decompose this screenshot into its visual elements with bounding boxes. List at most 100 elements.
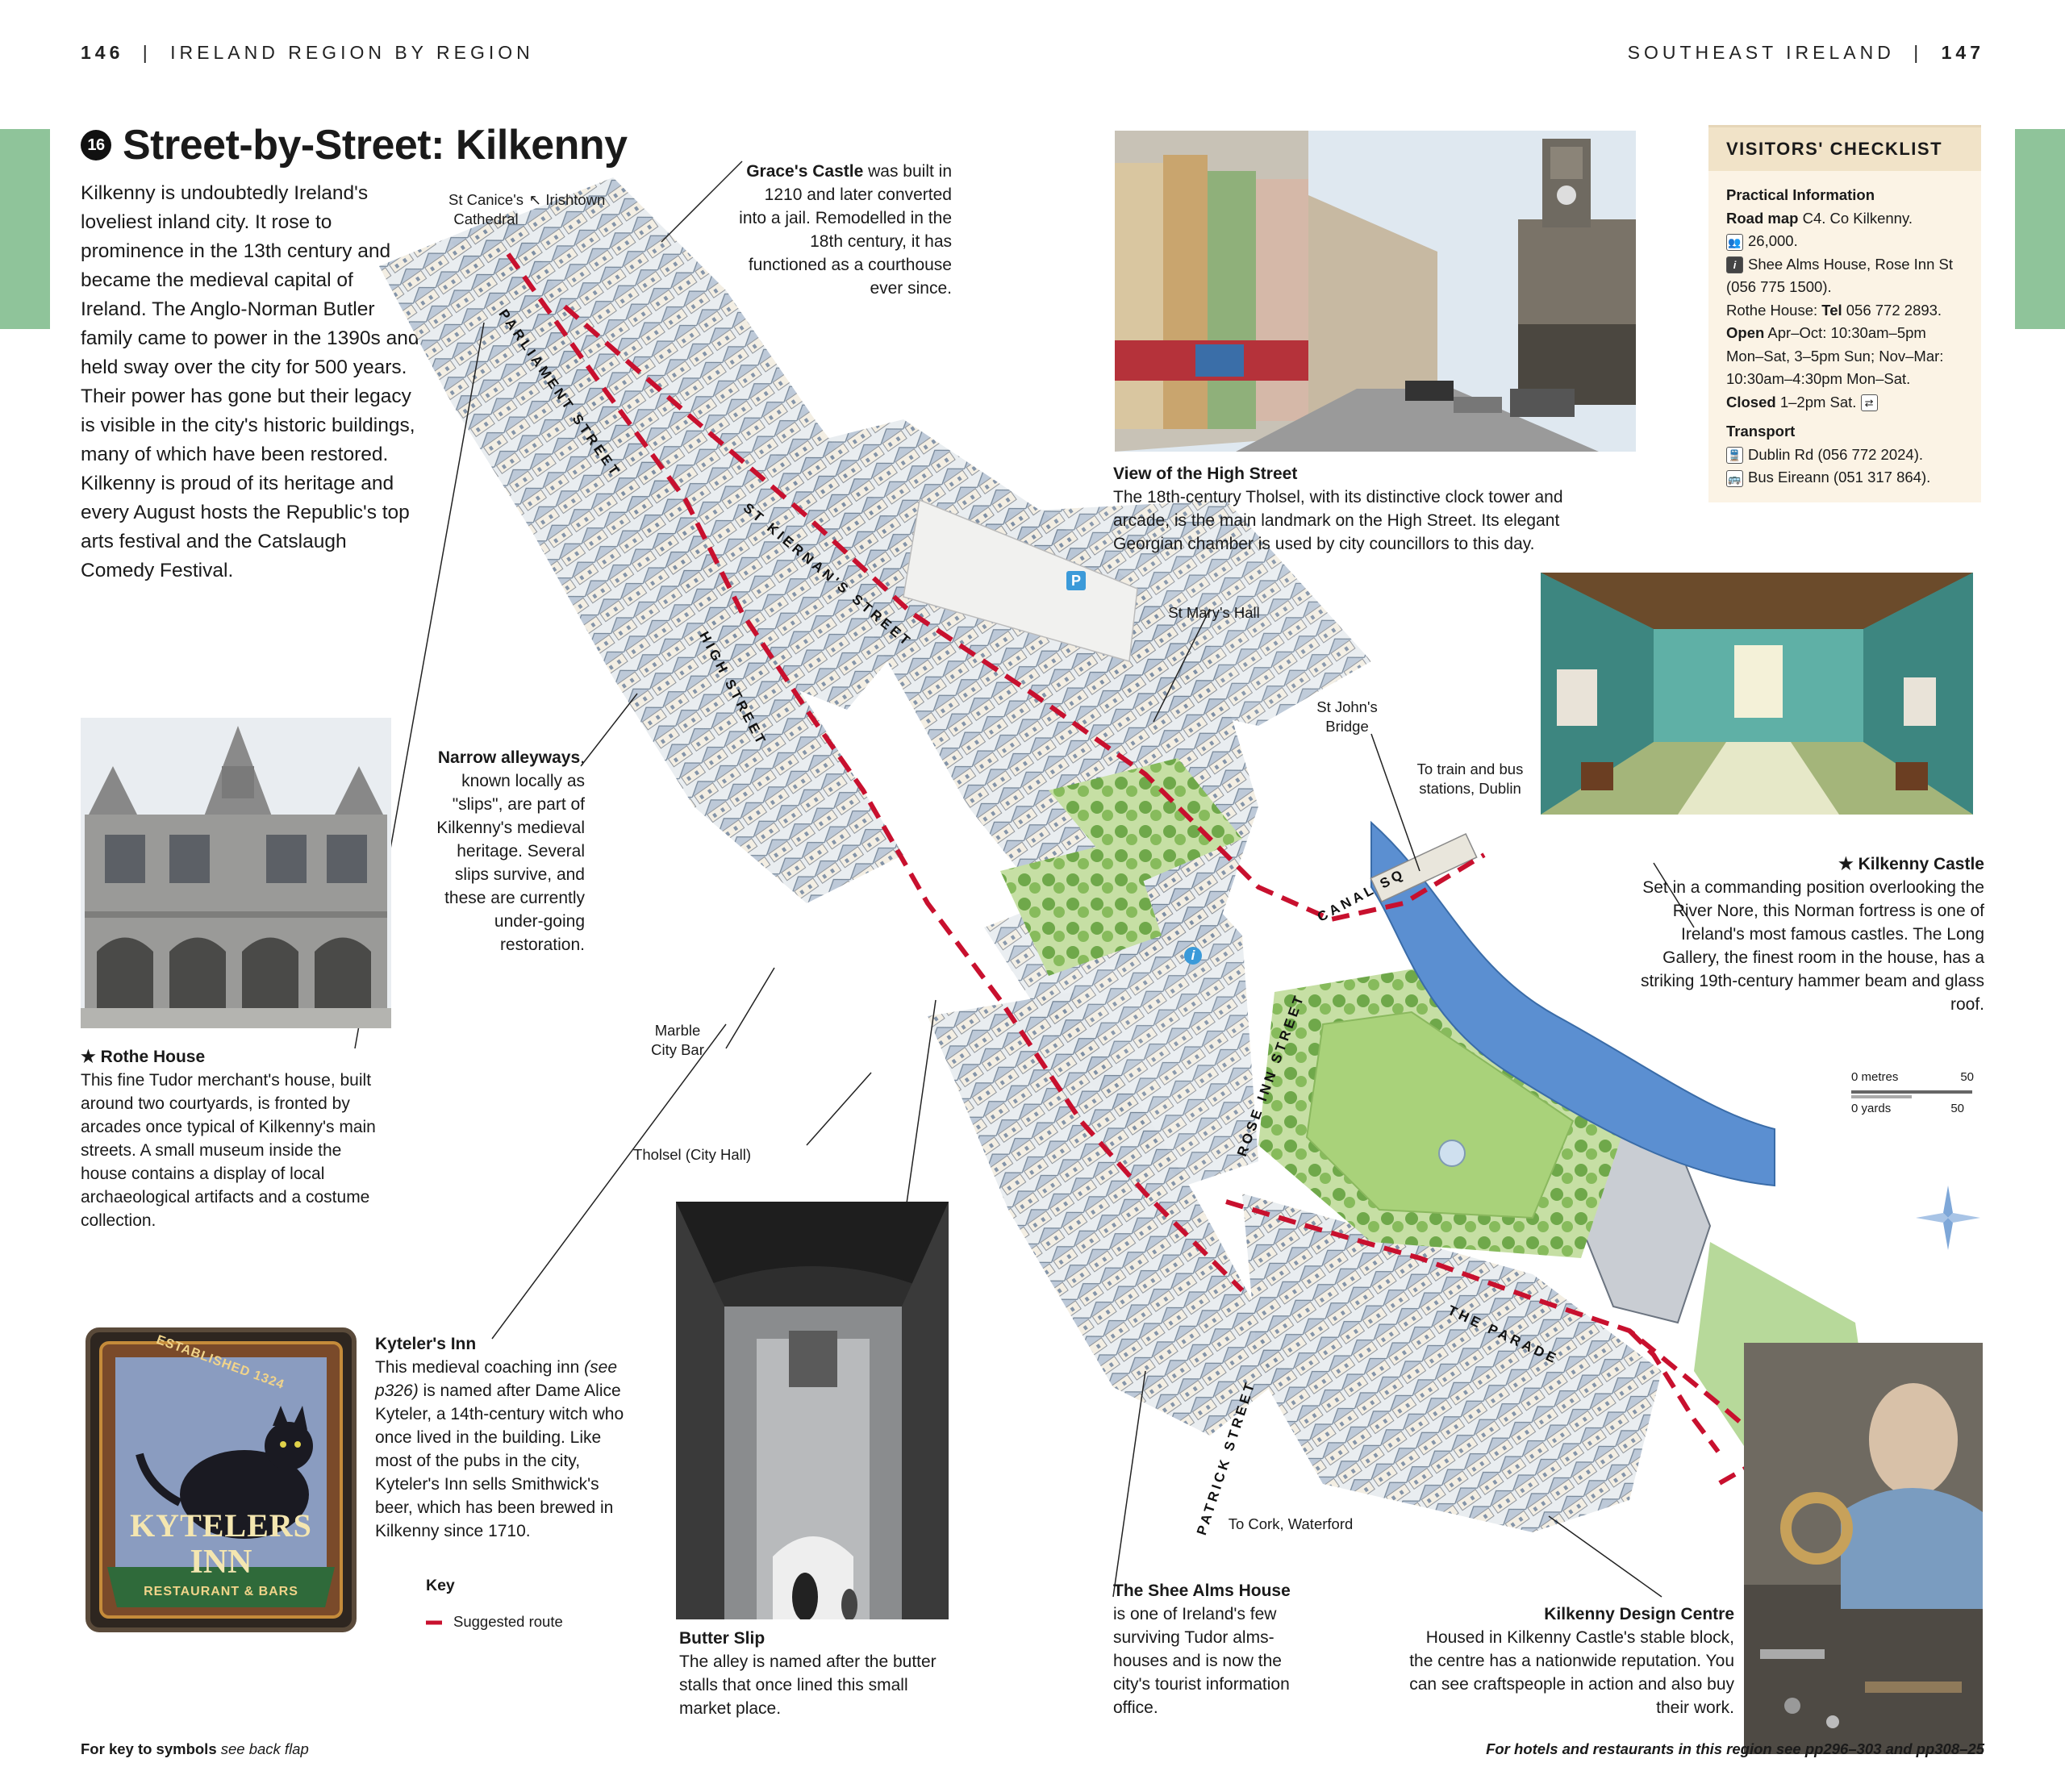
footer-left-bold: For key to symbols bbox=[81, 1740, 221, 1757]
key-title: Key bbox=[426, 1577, 455, 1594]
page-title: 16 Street-by-Street: Kilkenny bbox=[81, 121, 628, 169]
bus-value: Bus Eireann (051 317 864). bbox=[1748, 469, 1931, 486]
open-label: Open bbox=[1726, 324, 1765, 341]
caption-kilkenny-castle-title: ★ Kilkenny Castle bbox=[1838, 855, 1984, 873]
right-page-number: 147 bbox=[1941, 42, 1984, 63]
closed-value: 1–2pm Sat. bbox=[1775, 393, 1857, 410]
footer-right: For hotels and restaurants in this regio… bbox=[1486, 1740, 1984, 1757]
kytelers-inn-sign: ESTABLISHED 1324 KYTELERS INN RESTAURANT… bbox=[83, 1325, 359, 1635]
left-page-number: 146 bbox=[81, 42, 124, 63]
caption-kilkenny-castle: ★ Kilkenny Castle Set in a commanding po… bbox=[1637, 852, 1984, 1016]
caption-butter-slip-text: The alley is named after the butter stal… bbox=[679, 1652, 937, 1718]
left-running-header: 146 | IRELAND REGION BY REGION bbox=[81, 42, 534, 64]
scale-metres: 0 metres 50 bbox=[1851, 1070, 1974, 1084]
population-icon: 👥 bbox=[1726, 233, 1743, 251]
caption-narrow-alleyways: Narrow alleyways, known locally as "slip… bbox=[419, 746, 585, 956]
closed-line: Closed 1–2pm Sat. ⇄ bbox=[1726, 391, 1963, 415]
bus-icon: 🚌 bbox=[1726, 469, 1743, 487]
suggested-route-parade-end bbox=[1627, 1328, 1721, 1453]
caption-kytelers-inn: Kyteler's Inn This medieval coaching inn… bbox=[375, 1332, 641, 1543]
right-section-title: SOUTHEAST IRELAND bbox=[1627, 42, 1895, 63]
suggested-route-parade bbox=[1225, 1199, 1779, 1486]
butter-slip-photo bbox=[676, 1202, 949, 1619]
suggested-route-st-kiernans bbox=[563, 304, 1486, 923]
sign-name-line2: INN bbox=[190, 1544, 252, 1581]
road-map-line: Road map C4. Co Kilkenny. bbox=[1726, 207, 1963, 231]
caption-kytelers-inn-ref: (see p326) bbox=[375, 1358, 617, 1400]
caption-shee-alms-house: The Shee Alms House is one of Ireland's … bbox=[1113, 1579, 1323, 1719]
left-section-title: IRELAND REGION BY REGION bbox=[170, 42, 534, 63]
irishtown-text: Irishtown bbox=[545, 191, 606, 208]
caption-narrow-alleyways-title: Narrow alleyways bbox=[437, 748, 581, 767]
scale-bar bbox=[1851, 1090, 1972, 1098]
checklist-title: VISITORS' CHECKLIST bbox=[1708, 127, 1981, 171]
scale-yards-value: 50 bbox=[1950, 1102, 1964, 1115]
map-label-st-canices: St Canice's Cathedral bbox=[448, 191, 524, 227]
rail-line: 🚆 Dublin Rd (056 772 2024). bbox=[1726, 444, 1963, 467]
caption-design-centre-text: Housed in Kilkenny Castle's stable block… bbox=[1409, 1628, 1734, 1717]
caption-rothe-house-title: ★ Rothe House bbox=[81, 1048, 206, 1066]
scale-yards-label: 0 yards bbox=[1851, 1102, 1892, 1115]
footer-left: For key to symbols see back flap bbox=[81, 1740, 309, 1758]
map-label-to-train: To train and bus stations, Dublin bbox=[1416, 761, 1524, 797]
caption-butter-slip: Butter Slip The alley is named after the… bbox=[679, 1627, 945, 1720]
admission-charge-icon: ⇄ bbox=[1860, 394, 1878, 412]
caption-shee-alms-title: The Shee Alms House bbox=[1113, 1582, 1291, 1600]
intro-paragraph: Kilkenny is undoubtedly Ireland's loveli… bbox=[81, 182, 419, 581]
parking-icon: P bbox=[1066, 571, 1086, 590]
suggested-route-high-street bbox=[506, 252, 1245, 1293]
caption-butter-slip-title: Butter Slip bbox=[679, 1629, 766, 1648]
caption-kytelers-inn-text-a: This medieval coaching inn bbox=[375, 1358, 585, 1377]
scale-metres-label: 0 metres bbox=[1851, 1070, 1899, 1084]
map-label-to-cork: To Cork, Waterford bbox=[1228, 1515, 1354, 1532]
caption-narrow-alleyways-text: , known locally as "slips", are part of … bbox=[436, 748, 585, 954]
sign-restaurant-text: RESTAURANT & BARS bbox=[144, 1585, 298, 1598]
caption-rothe-house: ★ Rothe House This fine Tudor merchant's… bbox=[81, 1045, 387, 1232]
caption-high-street-view: View of the High Street The 18th-century… bbox=[1113, 462, 1613, 556]
kilkenny-castle-gallery-photo bbox=[1541, 573, 1973, 815]
high-street-photo bbox=[1115, 131, 1636, 452]
caption-graces-castle: Grace's Castle was built in 1210 and lat… bbox=[734, 160, 952, 300]
population-line: 👥 26,000. bbox=[1726, 230, 1963, 253]
header-divider: | bbox=[1913, 42, 1923, 63]
right-section-tab bbox=[2015, 129, 2065, 329]
road-map-value: C4. Co Kilkenny. bbox=[1798, 209, 1913, 227]
practical-info-heading: Practical Information bbox=[1726, 186, 1875, 203]
rothe-house-tel-line: Rothe House: Tel 056 772 2893. bbox=[1726, 299, 1963, 323]
left-section-tab bbox=[0, 129, 50, 329]
header-divider: | bbox=[142, 42, 152, 63]
caption-kytelers-inn-title: Kyteler's Inn bbox=[375, 1335, 477, 1353]
info-office-value: Shee Alms House, Rose Inn St (056 775 15… bbox=[1726, 255, 1953, 296]
tel-label: Tel bbox=[1821, 301, 1842, 319]
rail-value: Dublin Rd (056 772 2024). bbox=[1748, 445, 1924, 463]
caption-design-centre: Kilkenny Design Centre Housed in Kilkenn… bbox=[1404, 1602, 1734, 1719]
open-value: Apr–Oct: 10:30am–5pm Mon–Sat, 3–5pm Sun;… bbox=[1726, 324, 1944, 387]
visitors-checklist-panel: VISITORS' CHECKLIST Practical Informatio… bbox=[1708, 125, 1981, 502]
map-label-marble-city-bar: Marble City Bar bbox=[651, 1022, 704, 1058]
information-icon: i bbox=[1184, 947, 1202, 965]
scale-yards: 0 yards 50 bbox=[1851, 1102, 1964, 1115]
train-icon: 🚆 bbox=[1726, 447, 1743, 465]
population-value: 26,000. bbox=[1748, 232, 1798, 249]
information-icon: i bbox=[1726, 256, 1743, 274]
tel-value: 056 772 2893. bbox=[1842, 301, 1942, 319]
caption-graces-castle-title: Grace's Castle bbox=[746, 162, 864, 181]
transport-heading: Transport bbox=[1726, 423, 1796, 440]
compass-rose-icon bbox=[1916, 1186, 1980, 1250]
caption-kilkenny-castle-text: Set in a commanding position overlooking… bbox=[1640, 878, 1984, 1014]
map-label-st-marys-hall: St Mary's Hall bbox=[1168, 604, 1260, 621]
rothe-label: Rothe House: bbox=[1726, 301, 1822, 319]
map-label-tholsel: Tholsel (City Hall) bbox=[633, 1146, 751, 1163]
bus-line: 🚌 Bus Eireann (051 317 864). bbox=[1726, 466, 1963, 490]
river-nore bbox=[1370, 820, 1775, 1187]
caption-rothe-house-text: This fine Tudor merchant's house, built … bbox=[81, 1071, 376, 1230]
scale-metres-value: 50 bbox=[1960, 1070, 1974, 1084]
right-running-header: SOUTHEAST IRELAND | 147 bbox=[1628, 42, 1984, 64]
road-map-label: Road map bbox=[1726, 209, 1799, 227]
caption-design-centre-title: Kilkenny Design Centre bbox=[1544, 1605, 1734, 1623]
title-text: Street-by-Street: Kilkenny bbox=[123, 122, 628, 169]
map-label-irishtown: ↖ Irishtown bbox=[528, 191, 606, 208]
kilkenny-design-centre-photo bbox=[1744, 1343, 1983, 1754]
